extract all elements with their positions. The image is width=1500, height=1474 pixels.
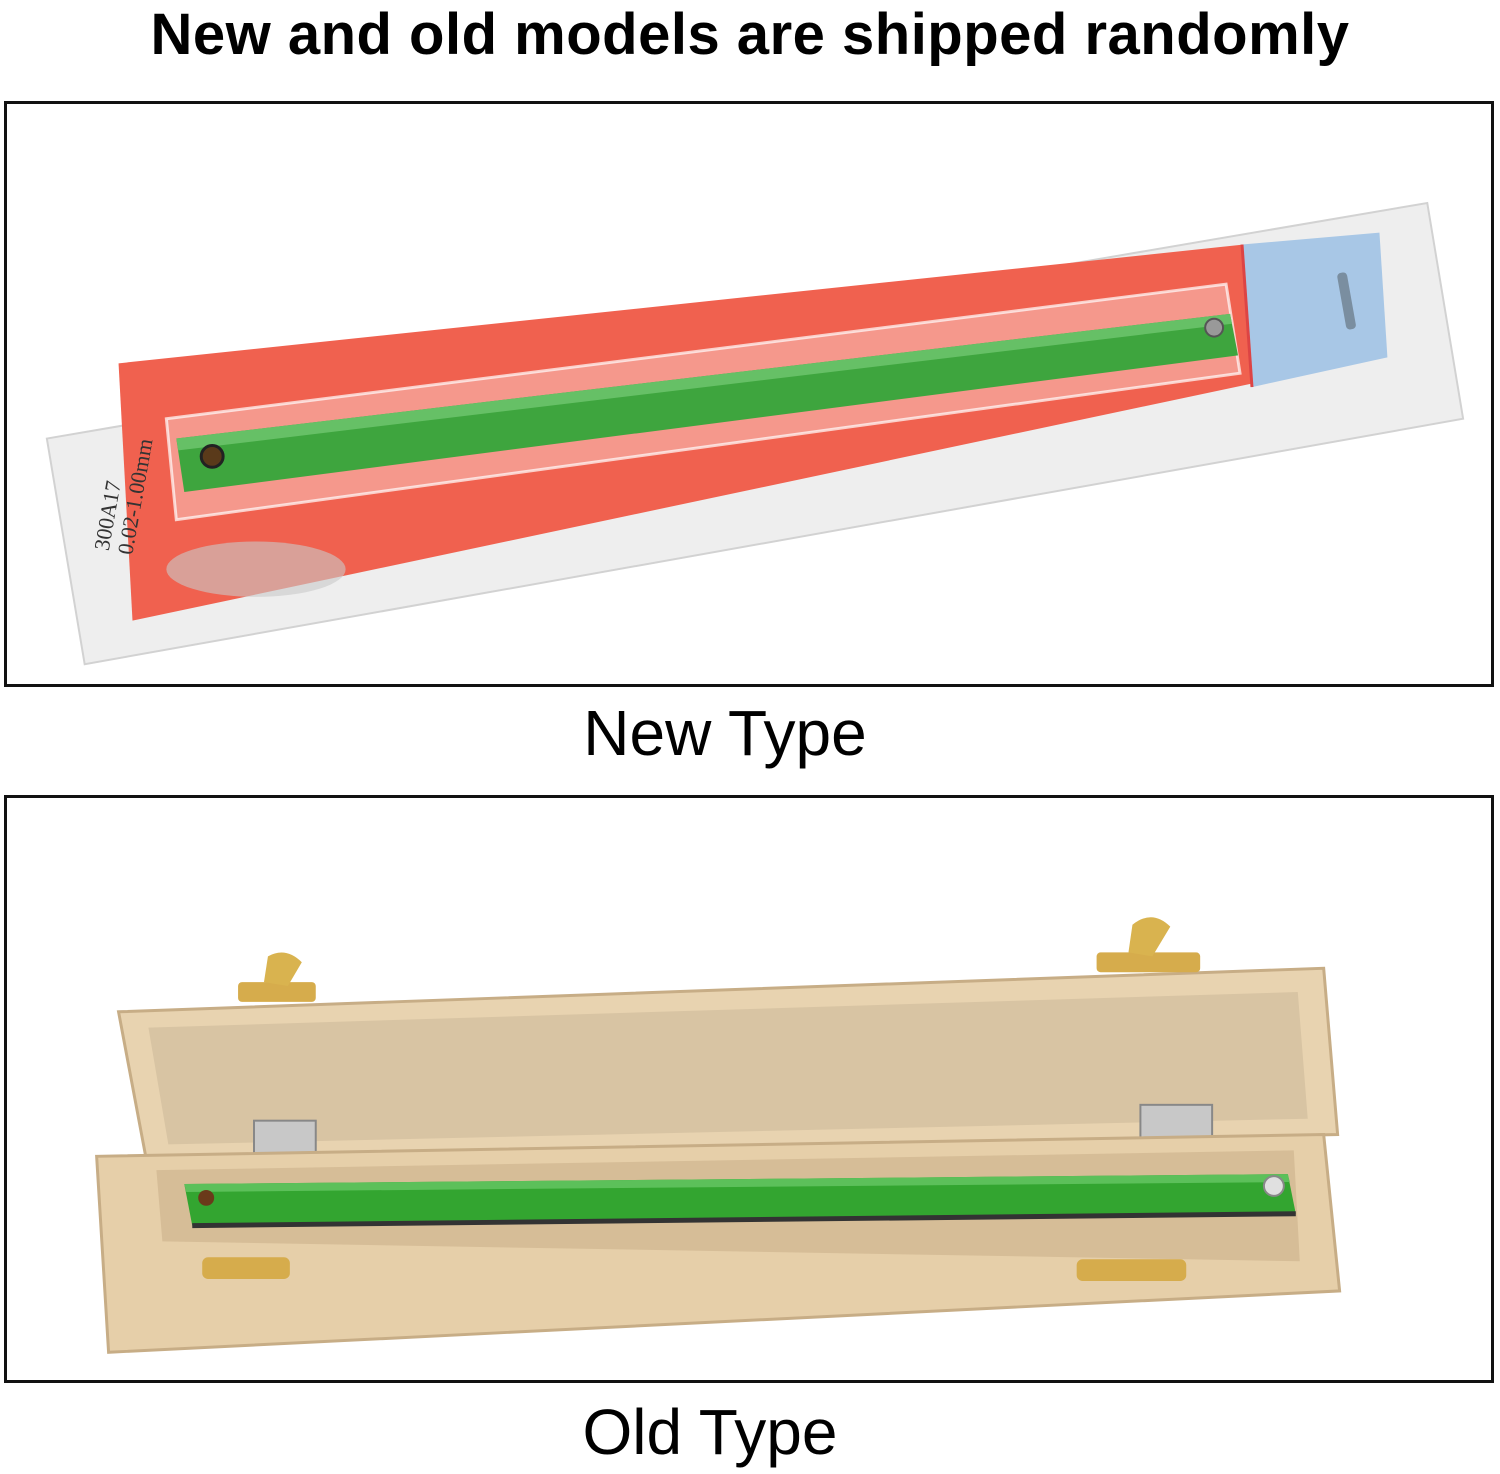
old-type-photo-frame <box>4 795 1494 1383</box>
latch-top-left <box>238 982 316 1002</box>
new-type-photo: 300A17 0.02-1.00mm <box>45 201 1465 666</box>
new-type-caption: New Type <box>583 697 867 769</box>
hang-hole <box>1337 272 1356 330</box>
gauge-pivot-rivet <box>198 1189 215 1206</box>
latch-tab-top-left <box>263 952 302 987</box>
red-insert <box>118 244 1254 621</box>
gauge-pivot-rivet <box>199 443 225 469</box>
latch-top-right <box>1096 952 1201 973</box>
old-type-caption: Old Type <box>582 1396 838 1468</box>
latch-tab-top-right <box>1128 917 1171 957</box>
new-type-photo-frame: 300A17 0.02-1.00mm <box>4 101 1494 687</box>
latch-front-left <box>202 1257 290 1280</box>
green-feeler-gauge <box>176 313 1239 492</box>
blue-insert <box>1242 232 1388 388</box>
headline: New and old models are shipped randomly <box>150 2 1350 67</box>
latch-front-right <box>1076 1259 1187 1282</box>
old-type-photo <box>95 917 1342 1354</box>
